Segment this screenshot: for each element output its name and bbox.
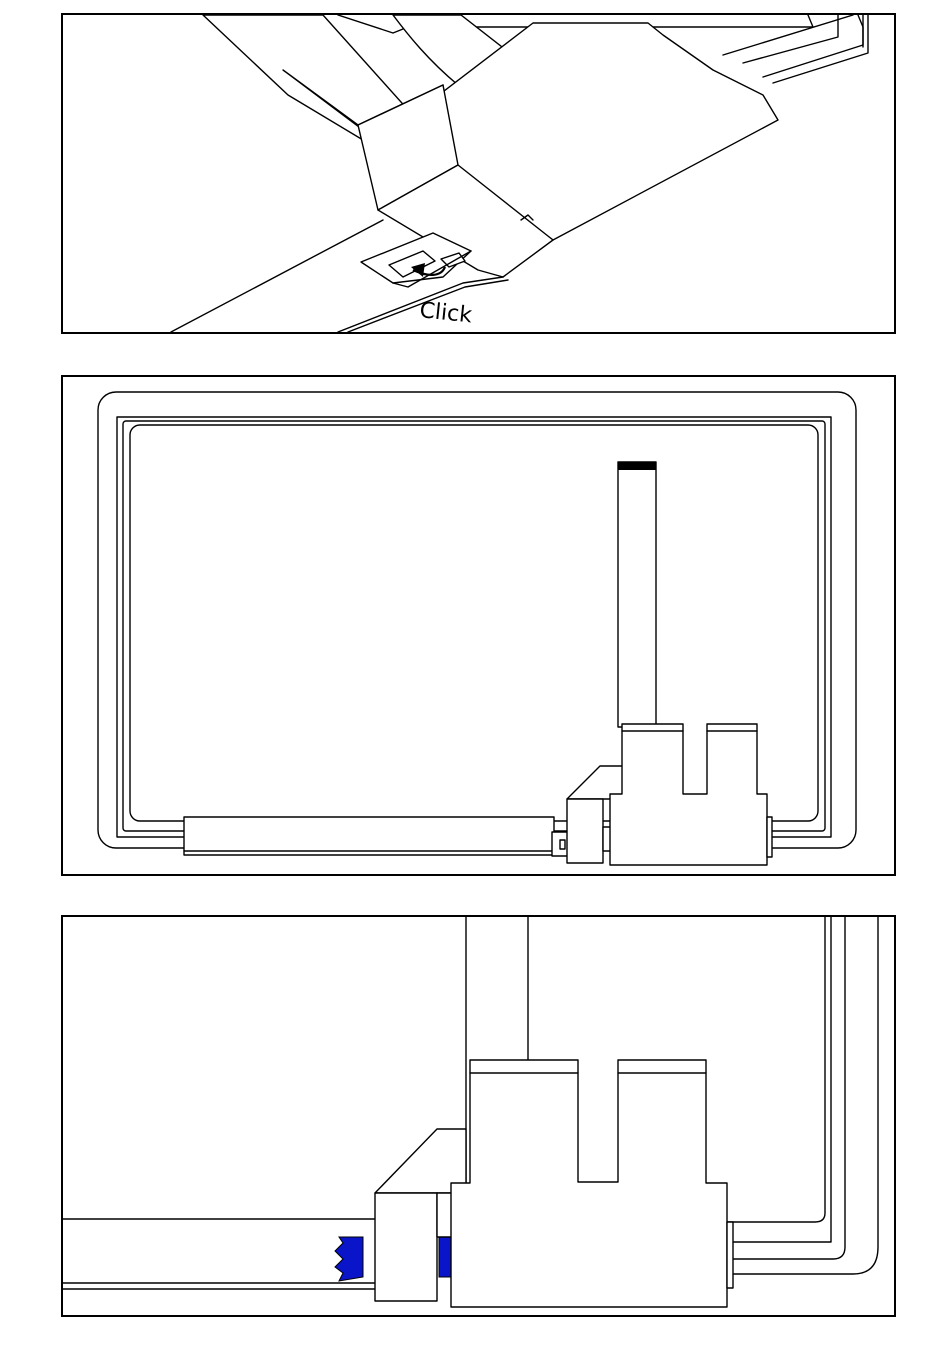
step-3-illustration xyxy=(63,917,894,1315)
rail-line-3 xyxy=(763,15,863,77)
click-annotation: Click xyxy=(418,298,473,328)
bottom-strip xyxy=(184,817,554,855)
rail-line-1 xyxy=(723,15,853,55)
frame-line-1 xyxy=(727,917,825,1222)
frame-line-4 xyxy=(727,917,878,1274)
ribbon-cable-contacts xyxy=(618,462,656,470)
step-1-panel: Click xyxy=(61,13,896,334)
connector-side-block xyxy=(567,799,603,863)
frame-line-3 xyxy=(727,917,845,1259)
step-2-panel xyxy=(61,375,896,876)
frame-line-2 xyxy=(727,917,831,1242)
connector-body xyxy=(451,1060,727,1307)
connector-right-pin xyxy=(767,817,772,857)
board-edge-left xyxy=(171,220,383,332)
connector-right-pin xyxy=(727,1222,733,1288)
connector-side-block xyxy=(375,1193,437,1301)
step-1-illustration: Click xyxy=(63,15,894,332)
ribbon-cable xyxy=(618,462,656,727)
step-3-panel xyxy=(61,915,896,1317)
blue-tape-left xyxy=(335,1237,363,1281)
step-2-illustration xyxy=(63,377,894,874)
rail-line-2 xyxy=(743,15,838,63)
connector-body xyxy=(610,724,767,865)
rail-end xyxy=(858,15,863,47)
strip-end-pin xyxy=(560,840,565,849)
